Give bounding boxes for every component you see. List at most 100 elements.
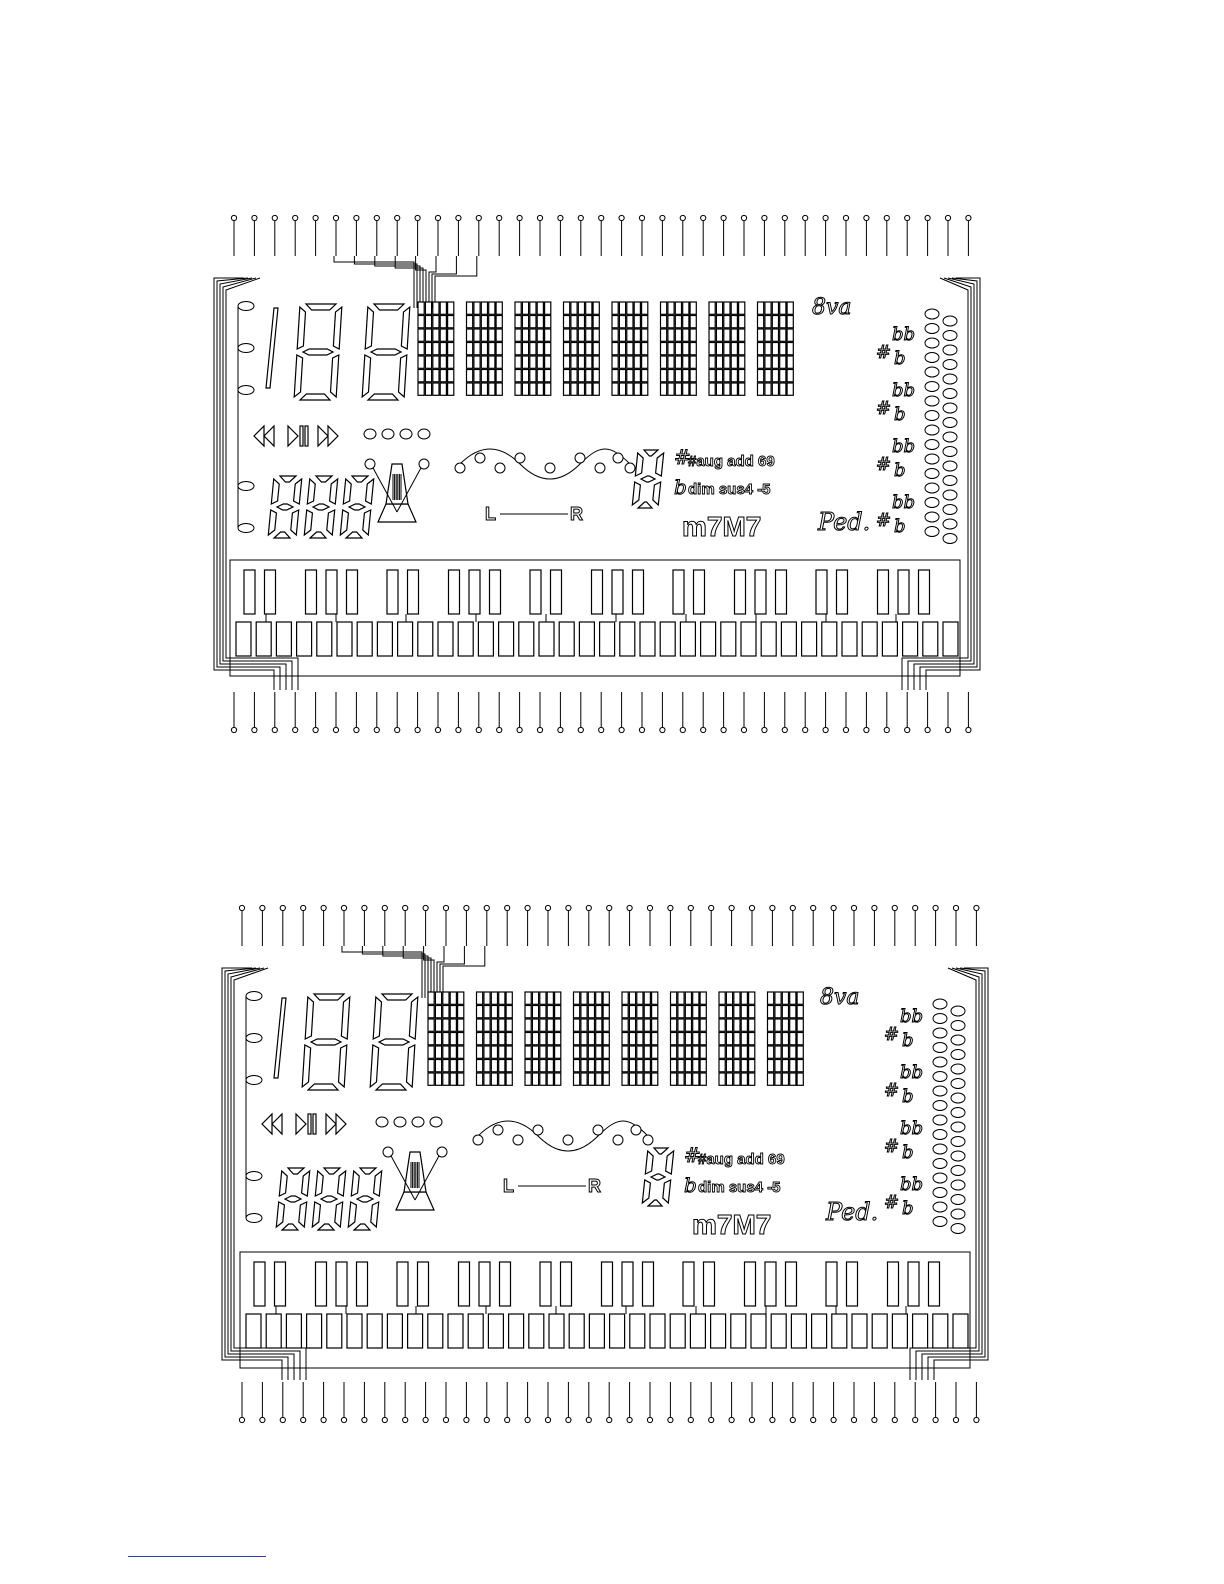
matrix-dot xyxy=(690,383,696,395)
black-key-segment xyxy=(254,1262,265,1306)
connector-pin xyxy=(790,905,795,910)
indicator-lamp xyxy=(933,1115,947,1125)
matrix-dot xyxy=(678,1006,684,1018)
matrix-dot xyxy=(726,1033,732,1045)
matrix-dot xyxy=(418,383,424,395)
white-key-segment xyxy=(236,622,251,656)
segment-b xyxy=(401,307,409,349)
matrix-dot xyxy=(731,343,737,355)
matrix-dot xyxy=(668,302,674,314)
matrix-dot xyxy=(719,1033,725,1045)
matrix-dot xyxy=(612,383,618,395)
matrix-dot xyxy=(772,316,778,328)
matrix-dot xyxy=(629,1033,635,1045)
black-key-segment xyxy=(898,570,909,614)
matrix-dot xyxy=(642,329,648,341)
matrix-dot xyxy=(418,316,424,328)
matrix-dot xyxy=(433,383,439,395)
connector-pin xyxy=(362,1417,367,1422)
matrix-dot xyxy=(491,1046,497,1058)
matrix-dot xyxy=(578,383,584,395)
matrix-dot xyxy=(731,329,737,341)
black-key-segment xyxy=(816,570,827,614)
matrix-dot xyxy=(443,1073,449,1085)
matrix-dot xyxy=(749,1033,755,1045)
matrix-dot xyxy=(772,329,778,341)
segment-d xyxy=(376,1084,406,1090)
pause-bar xyxy=(300,426,303,446)
connector-pin xyxy=(374,215,379,220)
connector-pin xyxy=(333,215,338,220)
white-key-segment xyxy=(781,622,796,656)
indicator-segment xyxy=(246,992,262,1001)
white-key-segment xyxy=(670,1314,685,1348)
matrix-dot xyxy=(428,1033,434,1045)
matrix-dot xyxy=(787,329,793,341)
matrix-dot xyxy=(596,1046,602,1058)
connector-pin xyxy=(313,727,318,732)
matrix-dot xyxy=(709,302,715,314)
matrix-dot xyxy=(418,356,424,368)
matrix-dot xyxy=(726,1006,732,1018)
indicator-lamp xyxy=(933,1028,947,1038)
flat-symbol: b xyxy=(902,1086,914,1107)
matrix-dot xyxy=(474,370,480,382)
connector-pin xyxy=(811,905,816,910)
matrix-dot xyxy=(425,343,431,355)
dot-matrix-character xyxy=(574,992,610,1085)
connector-pin xyxy=(558,215,563,220)
segment-g xyxy=(311,1039,341,1045)
matrix-dot xyxy=(545,383,551,395)
segment-e xyxy=(268,510,276,535)
segment-e xyxy=(370,1045,378,1087)
balance-lamp xyxy=(533,1125,543,1135)
matrix-dot xyxy=(637,992,643,1004)
matrix-dot xyxy=(780,329,786,341)
matrix-dot xyxy=(683,383,689,395)
segment-e xyxy=(312,1202,320,1227)
matrix-dot xyxy=(477,992,483,1004)
matrix-dot xyxy=(683,329,689,341)
white-key-segment xyxy=(539,622,554,656)
seven-segment-digit xyxy=(268,476,301,538)
connector-pin xyxy=(260,905,265,910)
matrix-dot xyxy=(540,1046,546,1058)
matrix-dot xyxy=(499,1073,505,1085)
matrix-dot xyxy=(448,302,454,314)
matrix-dot xyxy=(685,1019,691,1031)
connector-pin xyxy=(578,727,583,732)
matrix-dot xyxy=(642,302,648,314)
pedal-label: Ped. xyxy=(825,1198,878,1226)
matrix-dot xyxy=(603,992,609,1004)
connector-pin xyxy=(231,215,236,220)
matrix-dot xyxy=(719,1060,725,1072)
beat-lamp xyxy=(376,1117,388,1127)
matrix-dot xyxy=(739,329,745,341)
matrix-dot xyxy=(629,1019,635,1031)
matrix-dot xyxy=(775,992,781,1004)
matrix-dot xyxy=(741,992,747,1004)
matrix-dot xyxy=(683,343,689,355)
connector-pin xyxy=(403,905,408,910)
segment-c xyxy=(653,482,661,505)
matrix-dot xyxy=(619,383,625,395)
matrix-dot xyxy=(637,1019,643,1031)
keyboard-segments xyxy=(230,560,960,676)
metronome-light xyxy=(365,459,375,469)
white-key-segment xyxy=(711,1314,726,1348)
matrix-dot xyxy=(768,1046,774,1058)
matrix-dot xyxy=(719,992,725,1004)
matrix-dot xyxy=(627,370,633,382)
footer-link-underline[interactable] xyxy=(128,1556,266,1557)
matrix-dot xyxy=(530,343,536,355)
matrix-dot xyxy=(734,1073,740,1085)
indicator-lamp xyxy=(943,345,957,355)
segment-f xyxy=(645,1151,653,1174)
matrix-dot xyxy=(782,1060,788,1072)
white-key-segment xyxy=(509,1314,524,1348)
white-key-segment xyxy=(559,622,574,656)
indicator-segment xyxy=(238,386,254,395)
indicator-lamp xyxy=(951,1064,965,1074)
matrix-dot xyxy=(693,1046,699,1058)
matrix-dot xyxy=(440,343,446,355)
